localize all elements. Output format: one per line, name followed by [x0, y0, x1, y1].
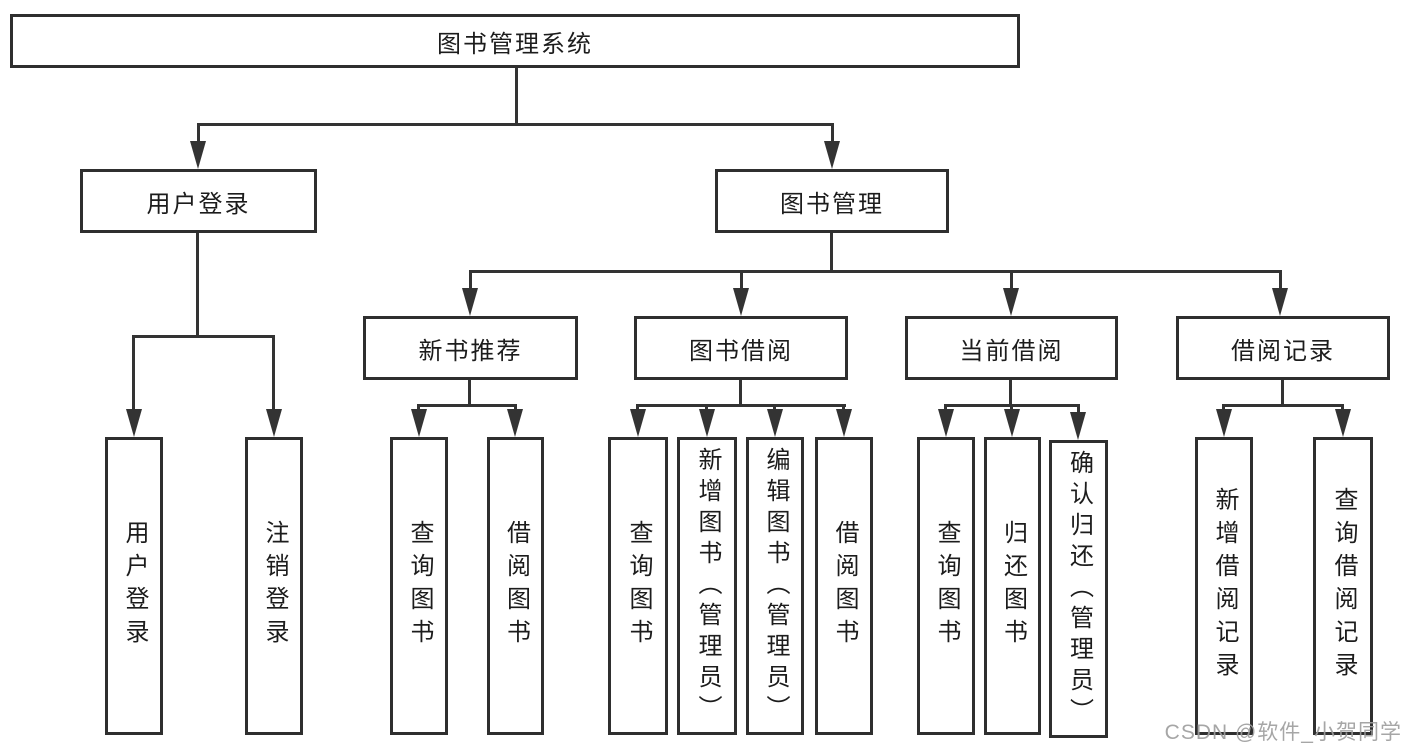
connector-line [830, 233, 833, 273]
connector-line [417, 404, 420, 412]
arrow-down-icon [126, 409, 142, 437]
node-borrow-records: 借阅记录 [1176, 316, 1390, 380]
connector-line [944, 404, 947, 412]
connector-line [1010, 404, 1013, 412]
connector-line [1341, 404, 1344, 412]
connector-line [1222, 404, 1225, 412]
leaf-edit-book-admin: 编辑图书（管理员） [746, 437, 804, 735]
connector-line [739, 380, 742, 407]
node-current-borrow: 当前借阅 [905, 316, 1118, 380]
connector-line [636, 404, 639, 412]
leaf-query-books-borrow: 查询图书 [608, 437, 668, 735]
connector-line [1010, 270, 1013, 292]
connector-line [132, 335, 275, 338]
leaf-add-borrow-record: 新增借阅记录 [1195, 437, 1253, 735]
arrow-down-icon [767, 409, 783, 437]
leaf-logout: 注销登录 [245, 437, 303, 735]
connector-line [1222, 404, 1344, 407]
connector-line [1281, 380, 1284, 407]
connector-line [705, 404, 708, 412]
connector-line [636, 404, 846, 407]
arrow-down-icon [266, 409, 282, 437]
arrow-down-icon [733, 288, 749, 316]
node-library-management-system: 图书管理系统 [10, 14, 1020, 68]
connector-line [197, 123, 834, 126]
connector-line [417, 404, 517, 407]
watermark: CSDN @软件_小贺同学 [1164, 721, 1402, 744]
leaf-user-login: 用户登录 [105, 437, 163, 735]
node-user-login: 用户登录 [80, 169, 317, 233]
arrow-down-icon [411, 409, 427, 437]
arrow-down-icon [836, 409, 852, 437]
connector-line [831, 123, 834, 145]
arrow-down-icon [938, 409, 954, 437]
connector-line [740, 270, 743, 292]
leaf-add-book-admin: 新增图书（管理员） [677, 437, 737, 735]
arrow-down-icon [630, 409, 646, 437]
arrow-down-icon [462, 288, 478, 316]
leaf-confirm-return-admin: 确认归还（管理员） [1049, 440, 1108, 738]
leaf-query-borrow-record: 查询借阅记录 [1313, 437, 1373, 735]
connector-line [514, 404, 517, 412]
node-book-borrow: 图书借阅 [634, 316, 848, 380]
arrow-down-icon [1004, 409, 1020, 437]
connector-line [1009, 380, 1012, 407]
node-book-management: 图书管理 [715, 169, 949, 233]
arrow-down-icon [824, 141, 840, 169]
connector-line [272, 335, 275, 412]
connector-line [468, 380, 471, 407]
arrow-down-icon [1003, 288, 1019, 316]
connector-line [196, 233, 199, 338]
connector-line [1279, 270, 1282, 292]
leaf-query-books-recommend: 查询图书 [390, 437, 448, 735]
connector-line [469, 270, 1282, 273]
connector-line [515, 68, 518, 126]
leaf-return-book: 归还图书 [984, 437, 1041, 735]
connector-line [132, 335, 135, 412]
arrow-down-icon [190, 141, 206, 169]
arrow-down-icon [1272, 288, 1288, 316]
arrow-down-icon [507, 409, 523, 437]
arrow-down-icon [1216, 409, 1232, 437]
connector-line [469, 270, 472, 292]
arrow-down-icon [1335, 409, 1351, 437]
node-new-book-recommend: 新书推荐 [363, 316, 578, 380]
leaf-borrow-books-recommend: 借阅图书 [487, 437, 544, 735]
connector-line [842, 404, 845, 412]
connector-line [773, 404, 776, 412]
arrow-down-icon [699, 409, 715, 437]
leaf-query-books-current: 查询图书 [917, 437, 975, 735]
leaf-borrow-books: 借阅图书 [815, 437, 873, 735]
arrow-down-icon [1070, 412, 1086, 440]
connector-line [1077, 404, 1080, 414]
connector-line [197, 123, 200, 145]
